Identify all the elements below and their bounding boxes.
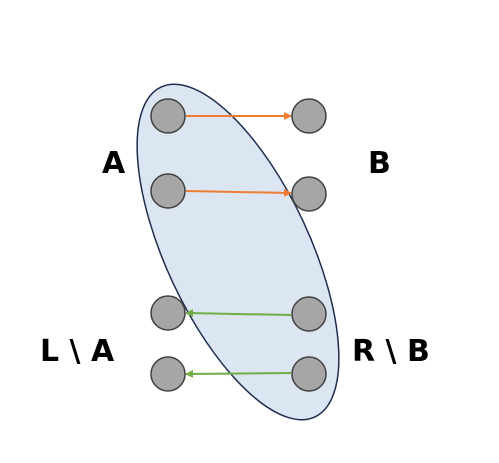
left-node-3	[150, 295, 186, 331]
left-node-1	[150, 98, 186, 134]
label-set-a: A	[102, 146, 126, 181]
edge-right4-left4	[185, 369, 292, 378]
left-node-2	[150, 173, 186, 209]
label-set-b: B	[368, 146, 391, 181]
right-node-2	[291, 176, 327, 212]
left-node-4	[150, 356, 186, 392]
edge-right3-left3	[185, 309, 292, 318]
edge-left2-right2	[185, 188, 292, 197]
right-node-3	[291, 296, 327, 332]
cover-ellipse	[136, 83, 340, 421]
right-node-1	[291, 98, 327, 134]
right-node-4	[291, 356, 327, 392]
label-left-minus-a: L \ A	[40, 334, 115, 369]
label-right-minus-b: R \ B	[352, 334, 430, 369]
